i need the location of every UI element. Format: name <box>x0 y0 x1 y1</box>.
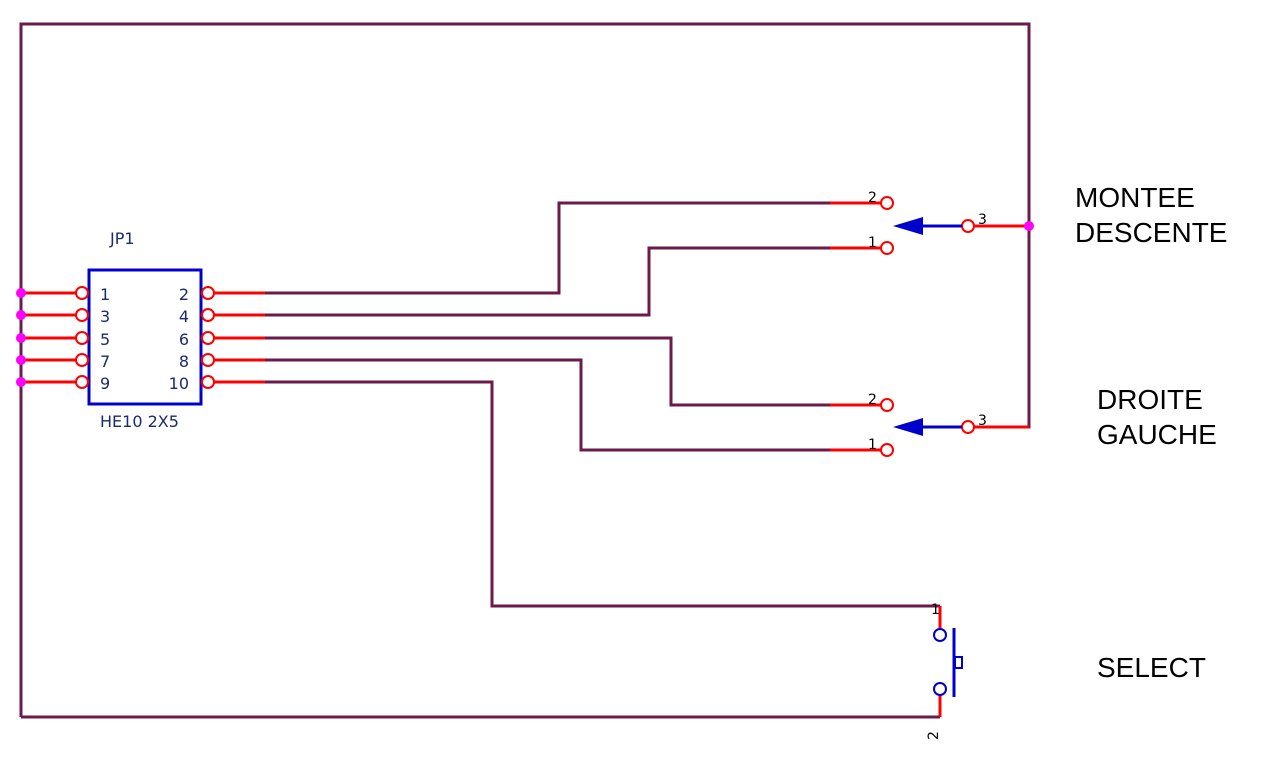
pin-number: 4 <box>179 307 189 326</box>
switch-arrow-icon <box>893 217 923 235</box>
pin-ring <box>75 286 89 300</box>
pin-number: 5 <box>100 330 110 349</box>
connector-jp1: JP1 HE10 2X5 1 3 5 7 9 <box>21 229 265 431</box>
pin-ring <box>201 375 215 389</box>
connector-left-pins: 1 3 5 7 9 <box>21 285 110 393</box>
switch-pin-label: 2 <box>868 190 877 206</box>
pin-number: 3 <box>100 307 110 326</box>
wire-pin8 <box>265 358 830 452</box>
wire-pin10 <box>265 380 940 608</box>
switch-montee-descente: 2 1 3 MONTEE DESCENTE <box>830 182 1227 255</box>
switch-contact <box>961 420 975 434</box>
pin-ring <box>75 375 89 389</box>
pin-ring <box>75 331 89 345</box>
button-knob <box>954 656 963 669</box>
wires <box>19 22 1031 719</box>
wire-pin4 <box>265 246 830 317</box>
switch-label-line2: DESCENTE <box>1075 217 1227 248</box>
pin-ring <box>201 353 215 367</box>
switch-pin-label: 1 <box>868 437 877 453</box>
junction-dot <box>16 377 26 387</box>
switch-pin-label: 3 <box>978 413 987 429</box>
switch-contact <box>880 196 894 210</box>
connector-ref: JP1 <box>109 229 135 248</box>
switch-label-line1: DROITE <box>1097 384 1203 415</box>
switch-label-line2: GAUCHE <box>1097 419 1217 450</box>
pin-ring <box>75 353 89 367</box>
wire-pin2 <box>265 201 830 295</box>
switch-contact <box>880 398 894 412</box>
switch-pin-label: 1 <box>868 235 877 251</box>
pin-number: 7 <box>100 352 110 371</box>
pin-number: 1 <box>100 285 110 304</box>
button-contact <box>933 682 947 696</box>
button-pin-label: 1 <box>931 602 940 618</box>
connector-value: HE10 2X5 <box>100 412 179 431</box>
pin-ring <box>201 286 215 300</box>
pin-ring <box>75 308 89 322</box>
button-contact <box>933 628 947 642</box>
switch-pin-label: 3 <box>978 212 987 228</box>
junction-dot <box>16 310 26 320</box>
pin-ring <box>201 308 215 322</box>
wire-frame-top-right <box>19 22 1031 717</box>
switch-label-line1: MONTEE <box>1075 182 1195 213</box>
switch-contact <box>961 219 975 233</box>
switch-pin-label: 2 <box>868 392 877 408</box>
junction-dot <box>16 333 26 343</box>
pin-number: 6 <box>179 330 189 349</box>
switch-contact <box>880 241 894 255</box>
switch-contact <box>880 443 894 457</box>
switch-arrow-icon <box>893 418 923 436</box>
button-select: 1 2 SELECT <box>926 602 1206 740</box>
pin-number: 8 <box>179 352 189 371</box>
junction-dot <box>1024 221 1034 231</box>
junctions-left <box>16 288 26 387</box>
pin-number: 10 <box>169 374 189 393</box>
pin-number: 9 <box>100 374 110 393</box>
pin-ring <box>201 331 215 345</box>
connector-body <box>87 268 203 406</box>
junction-dot <box>16 288 26 298</box>
pin-number: 2 <box>179 285 189 304</box>
button-pin-label: 2 <box>926 731 942 740</box>
junction-dot <box>16 355 26 365</box>
connector-right-pins: 2 4 6 8 10 <box>169 285 265 393</box>
wire-pin6 <box>265 336 830 407</box>
switch-droite-gauche: 2 1 3 DROITE GAUCHE <box>830 384 1217 457</box>
button-label: SELECT <box>1097 652 1206 683</box>
